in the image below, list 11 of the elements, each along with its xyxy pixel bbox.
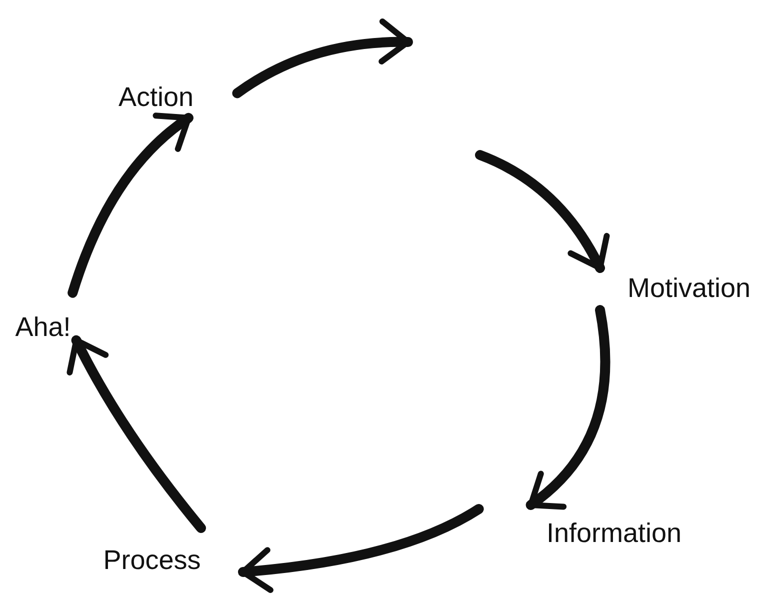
stage-label: Aha! <box>15 310 71 344</box>
stage-label: Process <box>103 544 201 577</box>
curved-arrow <box>68 112 194 298</box>
curved-arrow <box>475 150 609 273</box>
stage-label: Action <box>118 80 194 114</box>
curved-arrow <box>67 335 206 533</box>
curved-arrow <box>232 19 413 98</box>
curved-arrow <box>238 504 484 593</box>
stage-label: Information <box>546 516 682 550</box>
stage-label: Motivation <box>627 272 751 305</box>
curved-arrow <box>526 305 610 510</box>
